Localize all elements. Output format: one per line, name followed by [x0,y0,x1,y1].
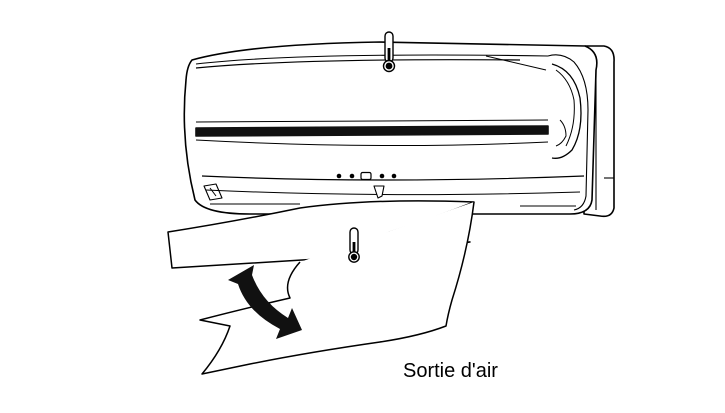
front-panel-stripe [195,125,549,137]
double-headed-curved-arrow-icon [228,265,302,339]
indoor-unit [183,41,615,218]
display-indicators [336,171,397,181]
thermometer-icon [348,227,360,263]
thermometer-icon [382,31,396,73]
air-outlet-label: Sortie d'air [403,360,498,382]
